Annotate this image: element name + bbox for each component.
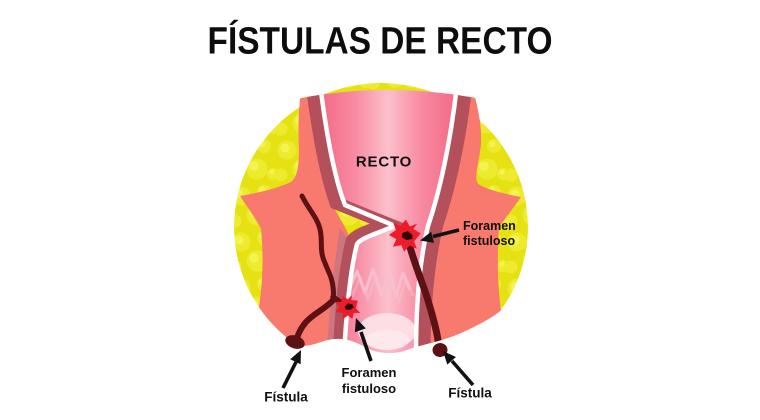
callout-fistula-left: Fístula xyxy=(264,389,308,405)
anal-canal-glow-bright xyxy=(365,330,409,350)
callout-arrows xyxy=(281,228,475,389)
rectal-canal xyxy=(296,90,481,356)
mucosa-line-left xyxy=(316,90,401,355)
skin-surface xyxy=(226,288,536,374)
callout-fistula-right: Fístula xyxy=(448,385,492,401)
fistula-opening-left xyxy=(285,335,305,349)
arrow-fistula-left xyxy=(281,350,301,389)
rectum-wall-left xyxy=(304,90,407,355)
callout-foramen-bottom: Foramen fistuloso xyxy=(341,365,397,396)
arrow-foramen-right xyxy=(420,228,460,243)
pectinate-line xyxy=(347,267,412,298)
recto-label: RECTO xyxy=(355,153,413,171)
page-title: FÍSTULAS DE RECTO xyxy=(207,20,553,63)
callout-foramen-right: Foramen fistuloso xyxy=(463,219,516,248)
arrow-foramen-bottom xyxy=(354,318,373,362)
arrow-fistula-right xyxy=(443,351,475,387)
mucosa-line-right xyxy=(413,90,461,355)
rectum-wall-right xyxy=(417,90,474,355)
fistula-opening-right xyxy=(432,342,448,358)
